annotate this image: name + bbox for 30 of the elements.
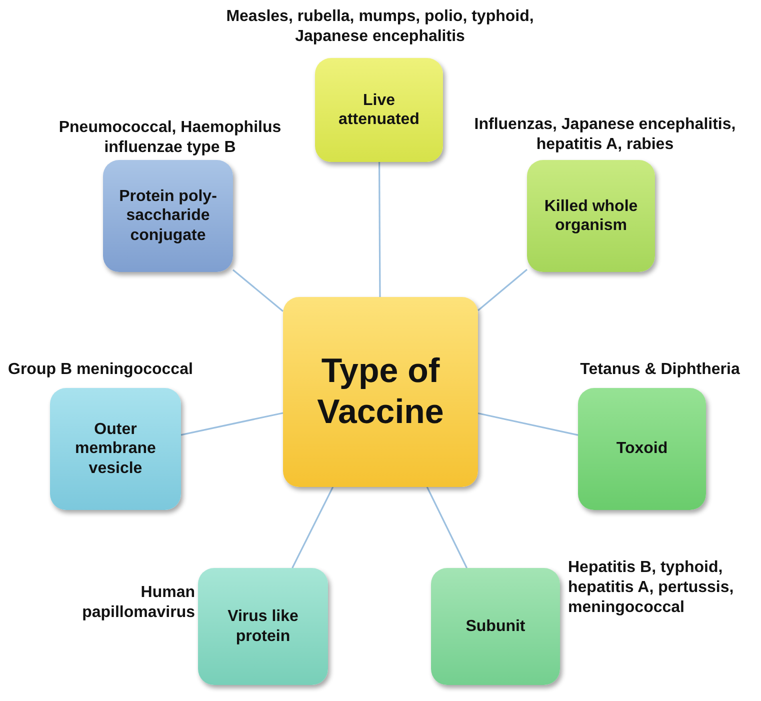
category-label: Toxoid	[615, 439, 669, 459]
connector-line	[232, 269, 284, 312]
category-label: Virus like protein	[226, 607, 300, 646]
category-label: Live attenuated	[338, 90, 420, 130]
central-box	[283, 297, 478, 487]
category-box	[527, 160, 655, 272]
connector-line	[477, 268, 528, 312]
example-list: Hepatitis B, typhoid, hepatitis A, pertussis, meningococcal	[568, 558, 753, 618]
connector-line	[478, 412, 578, 436]
category-box	[578, 388, 706, 510]
hub-title: Type of Vaccine	[316, 351, 445, 433]
category-label: Protein poly- saccharide conjugate	[118, 187, 218, 245]
category-box	[431, 568, 560, 685]
example-list: Measles, rubella, mumps, polio, typhoid, Japanese encephalitis	[225, 7, 535, 47]
example-list: Group B meningococcal	[8, 360, 268, 380]
example-list: Human papillomavirus	[60, 583, 195, 623]
connector-line	[292, 486, 334, 568]
category-box	[198, 568, 328, 685]
connector-line	[426, 486, 468, 568]
category-box	[103, 160, 233, 272]
example-list: Influenzas, Japanese encephalitis, hepatitis A, rabies	[460, 115, 750, 155]
connector-line	[378, 162, 381, 297]
category-label: Subunit	[464, 616, 526, 636]
example-list: Tetanus & Diphtheria	[560, 360, 760, 380]
category-label: Outer membrane vesicle	[74, 420, 157, 478]
category-box	[315, 58, 443, 162]
example-list: Pneumococcal, Haemophilus influenzae type B	[20, 118, 320, 158]
connector-line	[180, 412, 284, 436]
category-box	[50, 388, 181, 510]
category-label: Killed whole organism	[543, 196, 639, 236]
